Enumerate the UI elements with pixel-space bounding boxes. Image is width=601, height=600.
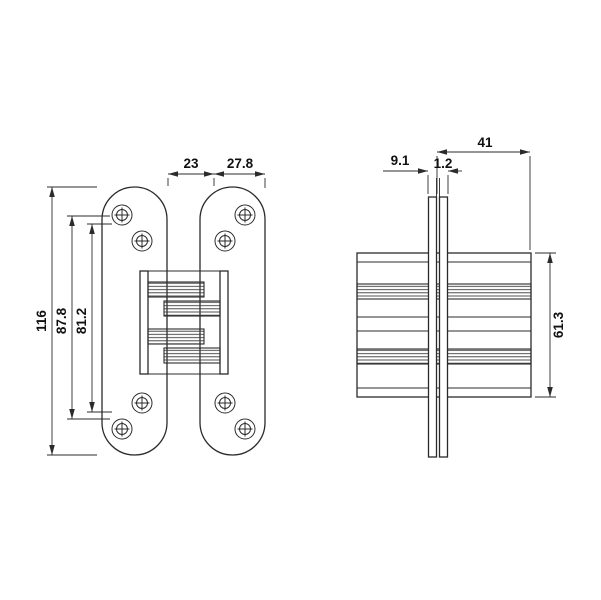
plate-edge-right [438, 196, 449, 458]
plate-edge-left [427, 196, 438, 458]
dim-label-depth: 41 [477, 135, 493, 150]
dim-height-total: 116 [34, 186, 97, 456]
side-view: 41 9.1 1.2 61.3 [356, 135, 566, 458]
screw-hole [214, 392, 236, 414]
screw-hole [111, 418, 133, 440]
dim-hole-span-inner: 81.2 [74, 223, 112, 413]
screw-hole [111, 204, 133, 226]
dim-label-gap: 1.2 [434, 156, 453, 171]
link-bar [163, 300, 221, 317]
dim-hole-span-outer: 87.8 [54, 215, 110, 420]
dim-plate-pack: 9.1 [383, 153, 462, 194]
screw-hole [131, 392, 153, 414]
link-bar [147, 328, 205, 345]
screw-hole [131, 230, 153, 252]
hinge-leaf-left [101, 186, 168, 456]
dim-label-width-left: 23 [183, 156, 199, 171]
dim-label-hole-span-outer: 87.8 [54, 307, 69, 334]
screw-hole [234, 204, 256, 226]
dim-label-height-total: 116 [34, 310, 49, 332]
dim-width-chain: 23 27.8 [167, 156, 266, 188]
dim-gap: 1.2 [434, 156, 453, 197]
knuckle-front [139, 270, 229, 375]
dim-body-height: 61.3 [535, 252, 566, 398]
screw-hole [214, 230, 236, 252]
front-view: 23 27.8 116 87.8 81.2 [34, 156, 266, 456]
dim-label-width-right: 27.8 [227, 156, 254, 171]
dim-label-hole-span-inner: 81.2 [74, 308, 89, 334]
link-bar [163, 347, 221, 364]
dim-depth: 41 [436, 135, 531, 250]
dim-label-plate-pack: 9.1 [391, 153, 410, 168]
hinge-leaf-right [199, 186, 266, 456]
dim-label-body-height: 61.3 [551, 311, 566, 338]
screw-hole [234, 418, 256, 440]
link-bar [147, 281, 205, 298]
